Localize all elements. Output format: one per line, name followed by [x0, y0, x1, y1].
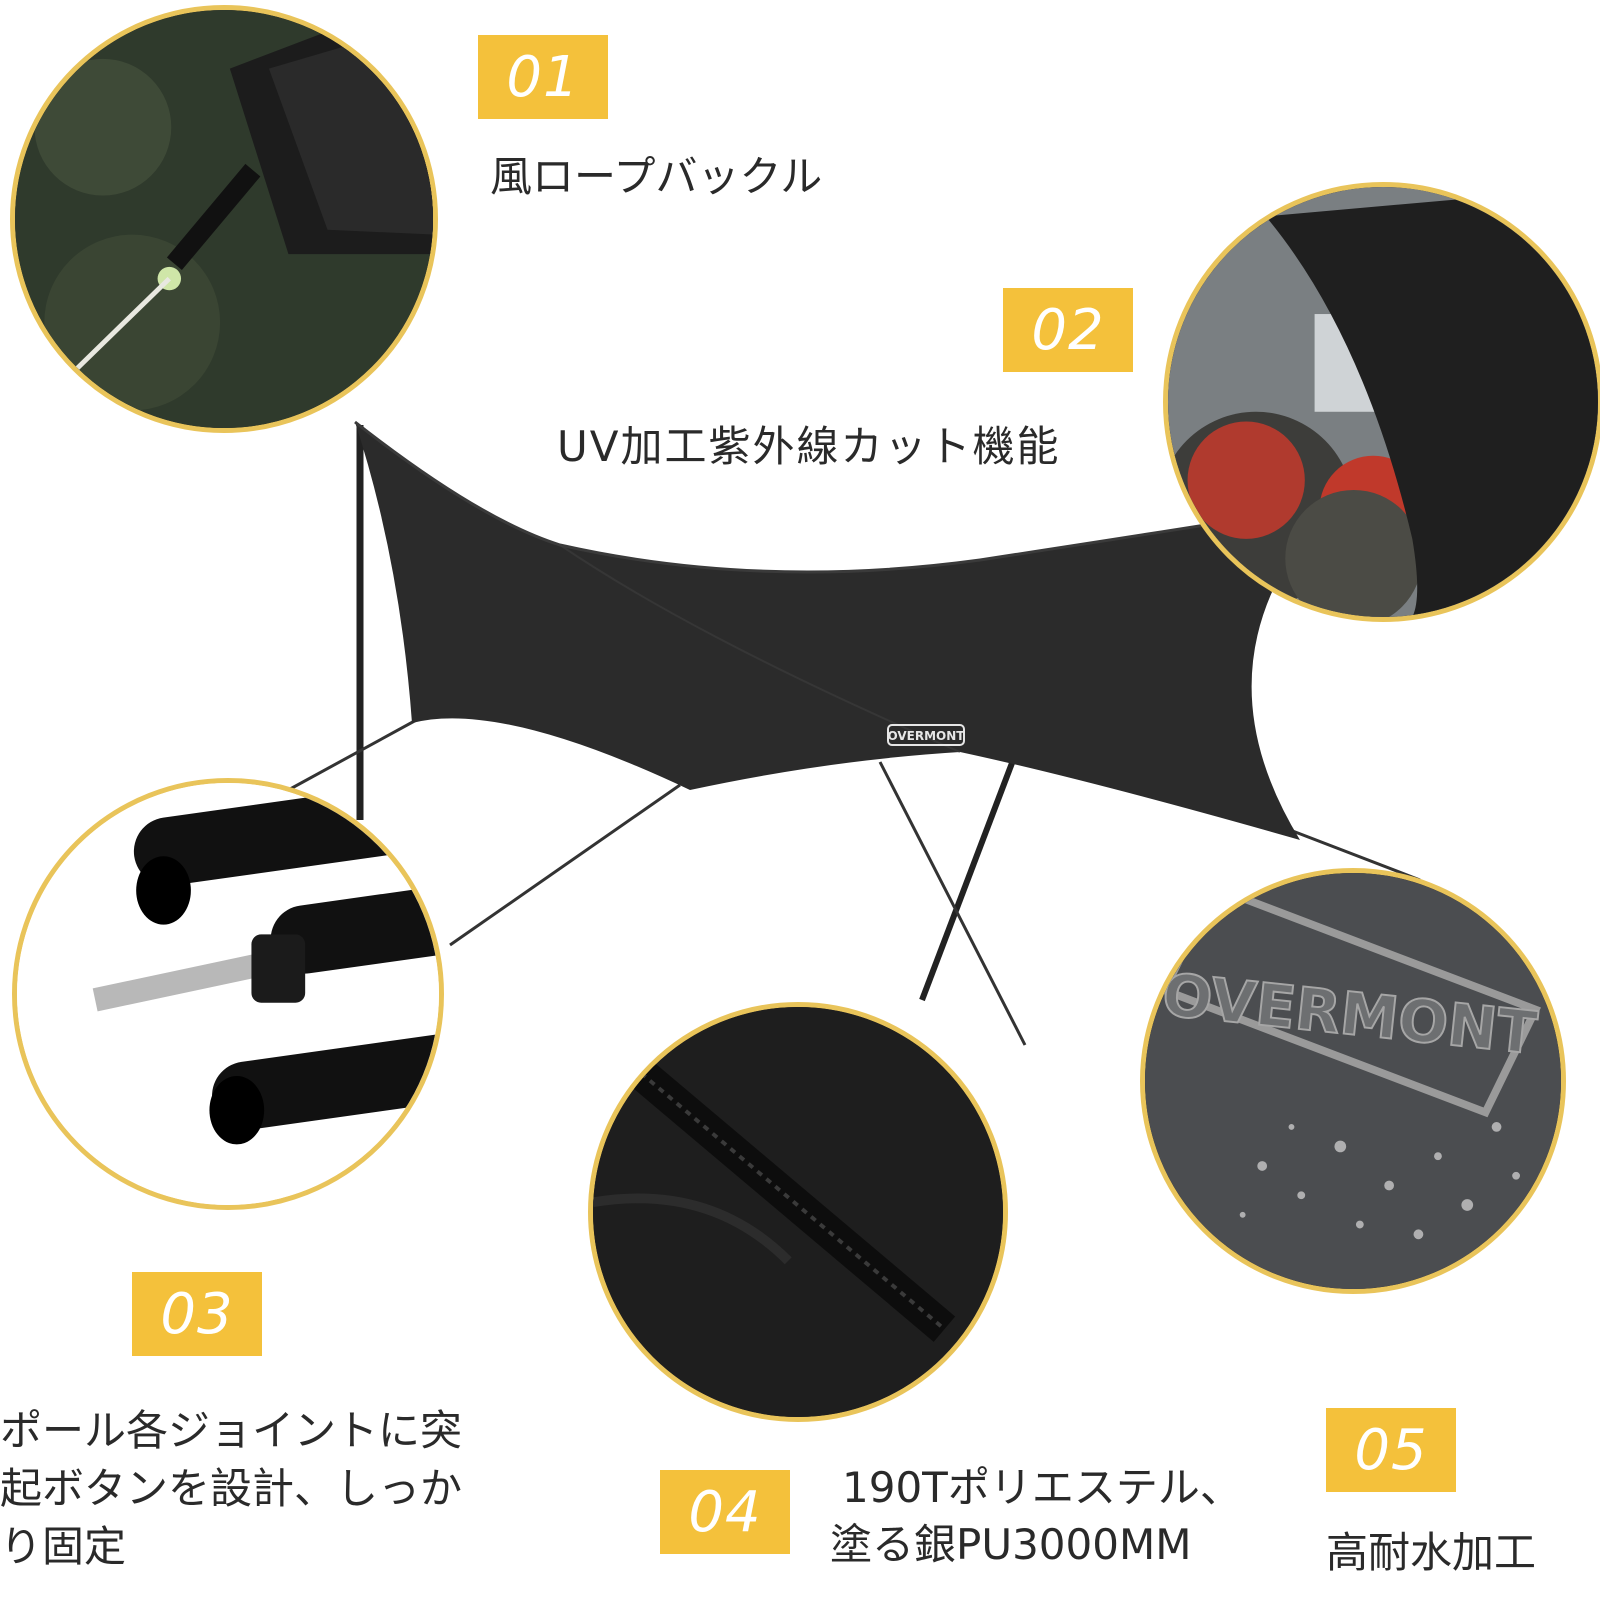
- feature-03-label-line-2: 起ボタンを設計、しっか: [0, 1463, 463, 1513]
- feature-03-number: 03: [160, 1281, 234, 1347]
- feature-01-label: 風ロープバックル: [490, 152, 823, 201]
- waterproof-fabric-detail-image: OVERMONT: [1140, 868, 1566, 1294]
- rope-buckle-detail-image: [10, 5, 438, 433]
- feature-05-badge: 05: [1326, 1408, 1456, 1492]
- tarp-logo-text: OVERMONT: [888, 729, 966, 743]
- feature-04-label: 190Tポリエステル、 塗る銀PU3000MM: [830, 1460, 1242, 1573]
- seam-detail-image: [588, 1002, 1008, 1422]
- feature-02-number: 02: [1031, 297, 1105, 363]
- feature-03-label: ポール各ジョイントに突 起ボタンを設計、しっか り固定: [0, 1402, 462, 1576]
- feature-03-label-line-3: り固定: [0, 1521, 127, 1571]
- feature-02-label: UV加工紫外線カット機能: [557, 422, 1061, 471]
- side-pole: [919, 761, 1015, 1002]
- feature-02-badge: 02: [1003, 288, 1133, 372]
- guy-line-left: [269, 716, 421, 802]
- tarp-fabric: [355, 422, 1330, 840]
- feature-05-number: 05: [1354, 1417, 1428, 1483]
- feature-01-number: 01: [506, 44, 580, 110]
- feature-04-label-line-1: 190Tポリエステル、: [842, 1463, 1242, 1512]
- tarp-logo: OVERMONT: [887, 724, 966, 746]
- guy-line-front: [878, 761, 1027, 1046]
- guy-line-right: [1289, 828, 1421, 882]
- feature-04-number: 04: [688, 1479, 762, 1545]
- pole-joint-detail-image: [12, 778, 444, 1210]
- feature-05-label: 高耐水加工: [1326, 1528, 1537, 1577]
- guy-line-bottom: [449, 783, 681, 947]
- feature-04-badge: 04: [660, 1470, 790, 1554]
- uv-fabric-detail-image: [1163, 182, 1600, 622]
- feature-03-label-line-1: ポール各ジョイントに突: [0, 1406, 463, 1455]
- feature-03-badge: 03: [132, 1272, 262, 1356]
- feature-04-label-line-2: 塗る銀PU3000MM: [830, 1519, 1192, 1569]
- feature-01-badge: 01: [478, 35, 608, 119]
